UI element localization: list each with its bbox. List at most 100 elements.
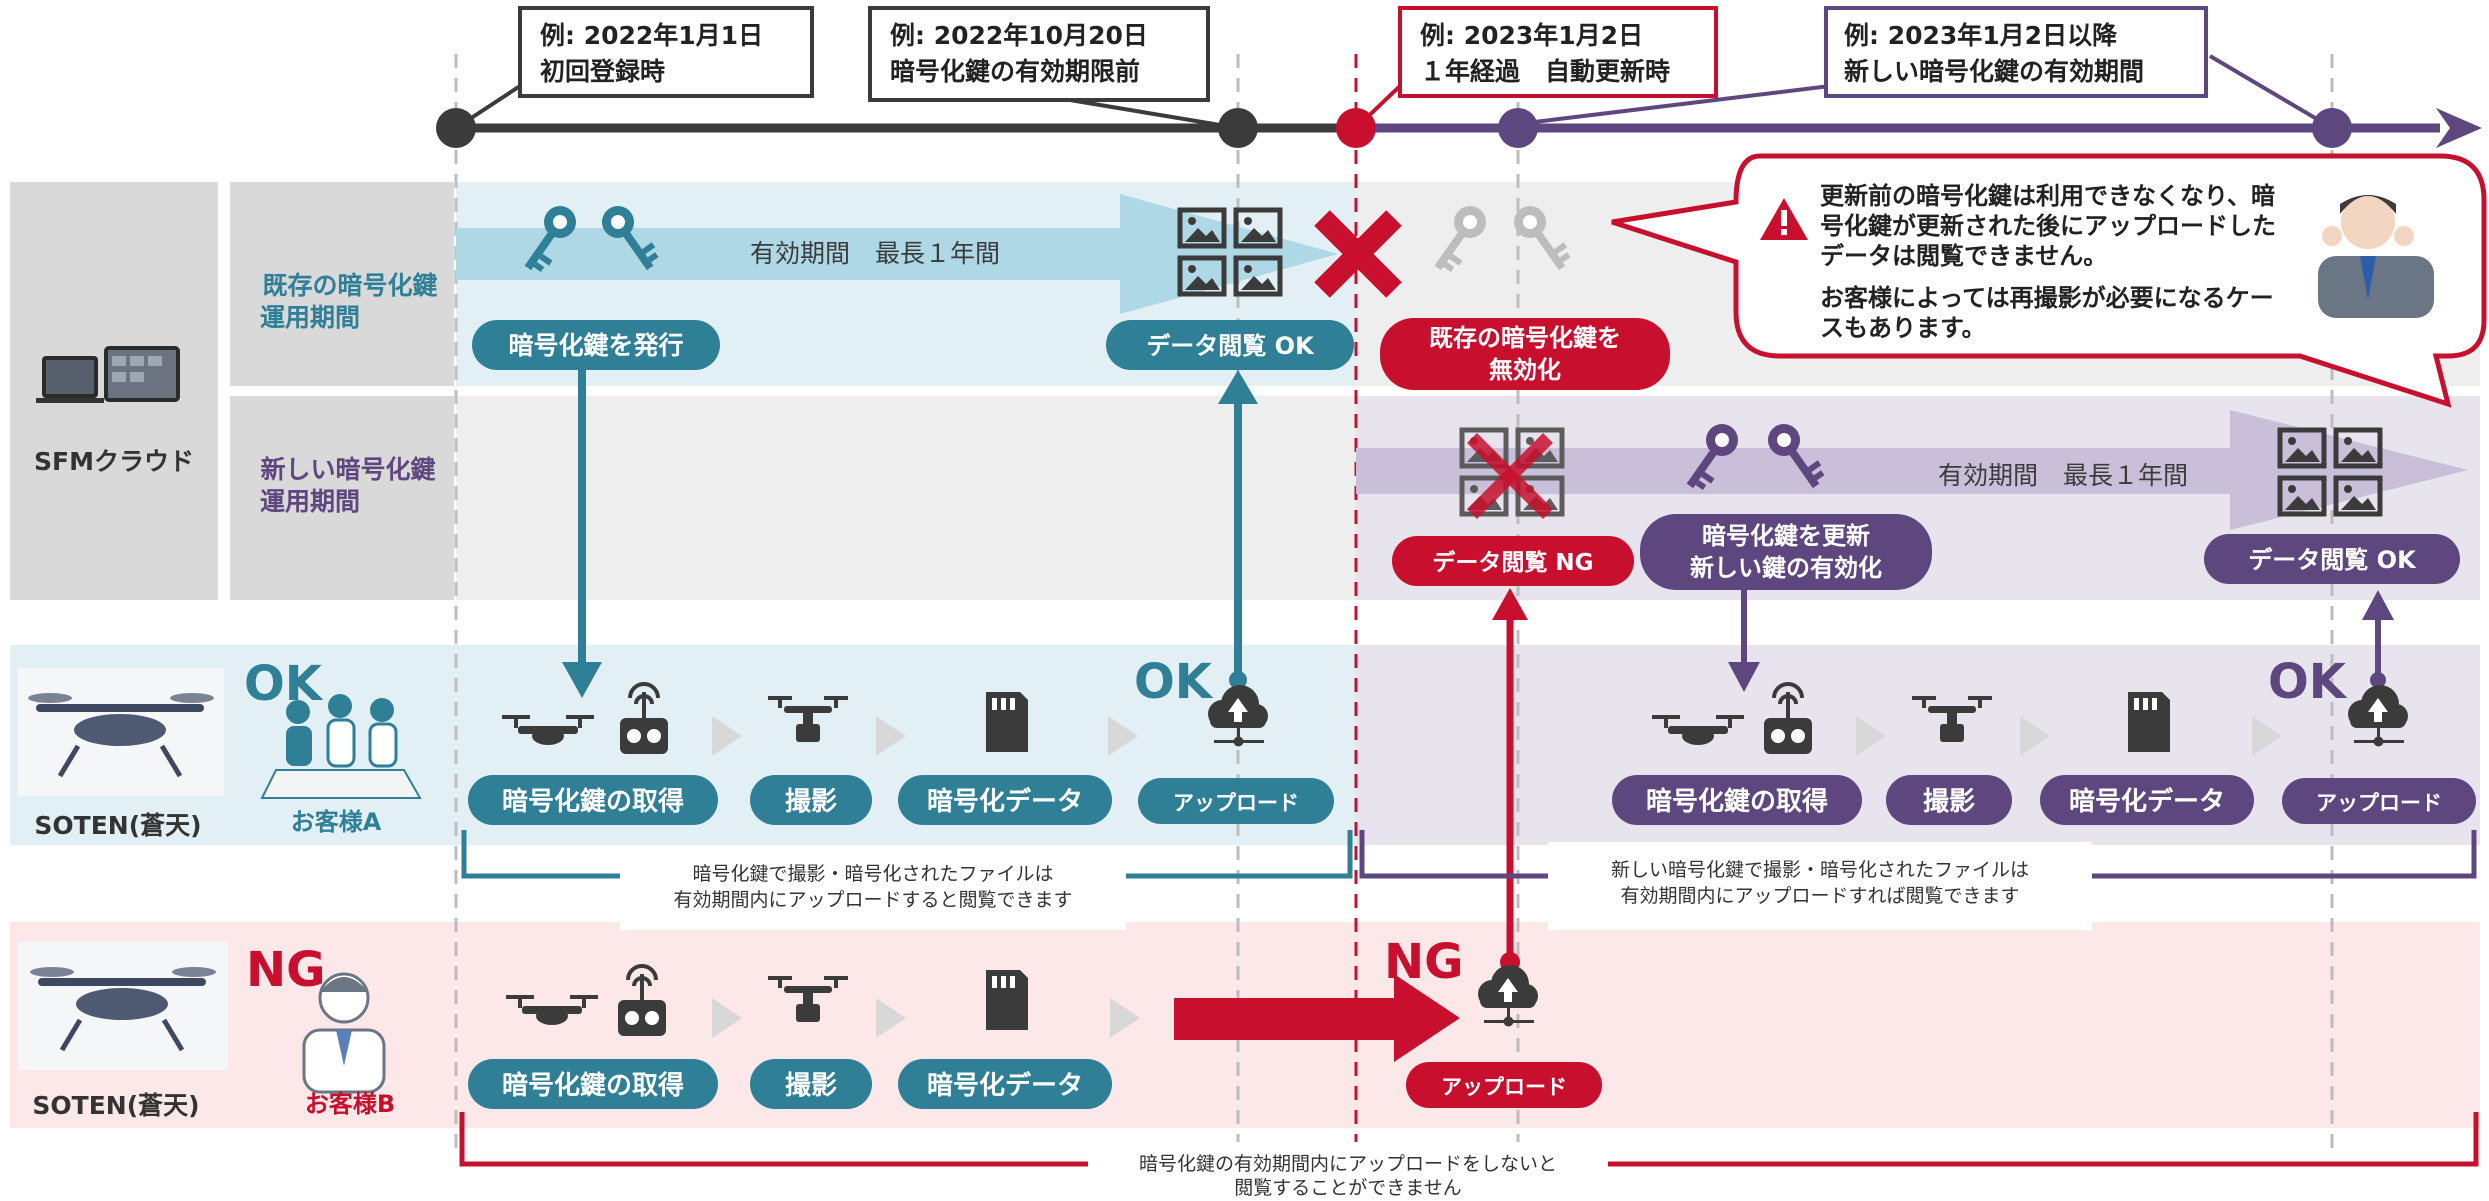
data-view-ok-pill: データ閲覧 OK bbox=[1106, 320, 1354, 370]
svg-text:データ閲覧 OK: データ閲覧 OK bbox=[2248, 546, 2417, 574]
step-pill-shoot-b: 撮影 bbox=[750, 1059, 872, 1109]
warning-icon bbox=[1760, 198, 1808, 240]
note-box-a-old bbox=[620, 848, 1126, 930]
old-key-validity-arrow bbox=[456, 194, 1338, 314]
svg-text:初回登録時: 初回登録時 bbox=[540, 57, 665, 86]
sd-card-icon bbox=[986, 692, 1028, 752]
step-pill-shoot: 撮影 bbox=[750, 775, 872, 825]
sfm-cloud-label: SFMクラウド bbox=[34, 447, 194, 476]
new-period-label: 新しい暗号化鍵 bbox=[260, 455, 435, 484]
upload-to-view-arrow bbox=[1218, 370, 1258, 689]
customer-a-label: お客様A bbox=[291, 808, 382, 836]
customer-b-ng-upload-mark: NG bbox=[1384, 934, 1464, 990]
step-pill-get-key: 暗号化鍵の取得 bbox=[468, 775, 718, 825]
svg-text:例: 2022年10月20日: 例: 2022年10月20日 bbox=[890, 21, 1148, 50]
step-pill-encrypted-new: 暗号化データ bbox=[2040, 775, 2254, 825]
old-key-validity-label: 有効期間 最長１年間 bbox=[750, 239, 1000, 268]
note-box-b bbox=[1088, 1142, 1608, 1200]
svg-text:データ閲覧 NG: データ閲覧 NG bbox=[1432, 549, 1593, 576]
worried-person-icon bbox=[2318, 195, 2434, 318]
new-period-band-gray bbox=[456, 396, 1356, 600]
timeline-arrowhead bbox=[2436, 108, 2482, 148]
svg-text:無効化: 無効化 bbox=[1489, 356, 1561, 384]
old-period-label-panel bbox=[230, 182, 454, 386]
svg-text:例: 2023年1月2日: 例: 2023年1月2日 bbox=[1420, 21, 1643, 50]
note-b: 閲覧することができません bbox=[1234, 1177, 1461, 1199]
callout-connector bbox=[1517, 84, 1831, 126]
warning-callout: 更新前の暗号化鍵は利用できなくなり、暗 号化鍵が更新された後にアップロードした … bbox=[1611, 153, 2487, 408]
customer-a-ok-mark: OK bbox=[244, 656, 324, 712]
upload-to-view-arrow-new bbox=[2362, 590, 2394, 688]
timeline-node-end bbox=[2312, 108, 2352, 148]
note-a-new: 新しい暗号化鍵で撮影・暗号化されたファイルは bbox=[1611, 859, 2029, 881]
svg-text:暗号化鍵の取得: 暗号化鍵の取得 bbox=[1646, 786, 1828, 817]
svg-text:データは閲覧できません。: データは閲覧できません。 bbox=[1820, 242, 2107, 270]
svg-text:新しい鍵の有効化: 新しい鍵の有効化 bbox=[1690, 554, 1882, 582]
svg-text:暗号化鍵を発行: 暗号化鍵を発行 bbox=[508, 331, 683, 360]
customer-a-ok-upload-mark: OK bbox=[1134, 654, 1214, 710]
note-bracket-a-new bbox=[1359, 830, 2477, 879]
svg-text:お客様によっては再撮影が必要になるケー: お客様によっては再撮影が必要になるケー bbox=[1820, 284, 2274, 312]
svg-text:既存の暗号化鍵を: 既存の暗号化鍵を bbox=[1429, 324, 1621, 352]
drone-label: SOTEN(蒼天) bbox=[32, 1091, 199, 1120]
customer-a-group-icon bbox=[260, 694, 422, 799]
svg-text:新しい暗号化鍵の有効期間: 新しい暗号化鍵の有効期間 bbox=[1844, 57, 2144, 86]
new-key-validity-arrow bbox=[1356, 410, 2468, 530]
callout-before-expiry: 例: 2022年10月20日 暗号化鍵の有効期限前 bbox=[868, 6, 1210, 102]
sd-card-icon bbox=[986, 970, 1028, 1030]
svg-text:暗号化データ: 暗号化データ bbox=[927, 786, 1083, 817]
late-upload-big-arrow bbox=[1174, 974, 1460, 1062]
note-a-old: 暗号化鍵で撮影・暗号化されたファイルは bbox=[692, 863, 1053, 885]
callout-connector bbox=[2208, 54, 2334, 130]
issue-to-device-arrow bbox=[562, 370, 602, 698]
svg-text:撮影: 撮影 bbox=[785, 1071, 837, 1101]
step-pill-get-key-new: 暗号化鍵の取得 bbox=[1612, 775, 1862, 825]
note-box-a-new bbox=[1548, 842, 2092, 930]
svg-text:スもあります。: スもあります。 bbox=[1820, 314, 1986, 342]
renew-to-device-arrow bbox=[1728, 590, 1760, 692]
new-key-validity-label: 有効期間 最長１年間 bbox=[1938, 461, 2188, 490]
svg-text:暗号化鍵の有効期限前: 暗号化鍵の有効期限前 bbox=[890, 57, 1140, 86]
svg-text:更新前の暗号化鍵は利用できなくなり、暗: 更新前の暗号化鍵は利用できなくなり、暗 bbox=[1820, 182, 2275, 210]
note-bracket-a-old bbox=[461, 830, 1353, 879]
svg-text:暗号化データ: 暗号化データ bbox=[2069, 786, 2225, 817]
issue-key-pill: 暗号化鍵を発行 bbox=[472, 320, 720, 370]
customer-b-person-icon bbox=[302, 972, 386, 1094]
drone-photo bbox=[18, 668, 224, 796]
svg-text:例: 2022年1月1日: 例: 2022年1月1日 bbox=[540, 21, 763, 50]
sd-card-icon bbox=[2128, 692, 2170, 752]
laptop-tablet-icon bbox=[36, 346, 180, 403]
note-a-old: 有効期間内にアップロードすると閲覧できます bbox=[673, 889, 1072, 911]
new-period-label-panel bbox=[230, 396, 454, 600]
timeline-node-expiry bbox=[1218, 108, 1258, 148]
note-b: 暗号化鍵の有効期間内にアップロードをしないと bbox=[1139, 1153, 1557, 1175]
drone-label: SOTEN(蒼天) bbox=[34, 811, 201, 840]
step-pill-upload-new: アップロード bbox=[2282, 778, 2476, 824]
callout-new-key-period: 例: 2023年1月2日以降 新しい暗号化鍵の有効期間 bbox=[1824, 6, 2208, 98]
callout-connector bbox=[1069, 98, 1239, 130]
svg-text:アップロード: アップロード bbox=[1441, 1075, 1567, 1099]
svg-text:暗号化鍵の取得: 暗号化鍵の取得 bbox=[502, 786, 684, 817]
step-pill-get-key-b: 暗号化鍵の取得 bbox=[468, 1059, 718, 1109]
svg-text:撮影: 撮影 bbox=[1923, 787, 1975, 817]
late-upload-arrow bbox=[1492, 588, 1528, 972]
invalid-cross-icon bbox=[1467, 433, 1553, 519]
svg-text:データ閲覧 OK: データ閲覧 OK bbox=[1146, 332, 1315, 360]
customer-b-label: お客様B bbox=[305, 1090, 395, 1118]
svg-text:撮影: 撮影 bbox=[785, 787, 837, 817]
svg-text:アップロード: アップロード bbox=[2316, 791, 2442, 815]
old-period-label: 運用期間 bbox=[260, 303, 360, 332]
timeline-node-renewal bbox=[1336, 108, 1376, 148]
callout-auto-renewal: 例: 2023年1月2日 １年経過 自動更新時 bbox=[1398, 6, 1718, 98]
svg-text:例: 2023年1月2日以降: 例: 2023年1月2日以降 bbox=[1844, 21, 2118, 50]
timeline-node-new bbox=[1498, 108, 1538, 148]
svg-text:暗号化鍵の取得: 暗号化鍵の取得 bbox=[502, 1070, 684, 1101]
note-a-new: 有効期間内にアップロードすれば閲覧できます bbox=[1620, 885, 2019, 907]
svg-text:１年経過 自動更新時: １年経過 自動更新時 bbox=[1420, 57, 1670, 86]
drone-photo bbox=[18, 942, 228, 1070]
invalid-cross-icon bbox=[1314, 210, 1402, 298]
customer-a-ok-upload-mark-new: OK bbox=[2268, 654, 2348, 710]
data-view-ok-pill-new: データ閲覧 OK bbox=[2204, 534, 2460, 584]
step-pill-upload: アップロード bbox=[1138, 778, 1334, 824]
old-period-label: 既存の暗号化鍵 bbox=[262, 271, 437, 300]
